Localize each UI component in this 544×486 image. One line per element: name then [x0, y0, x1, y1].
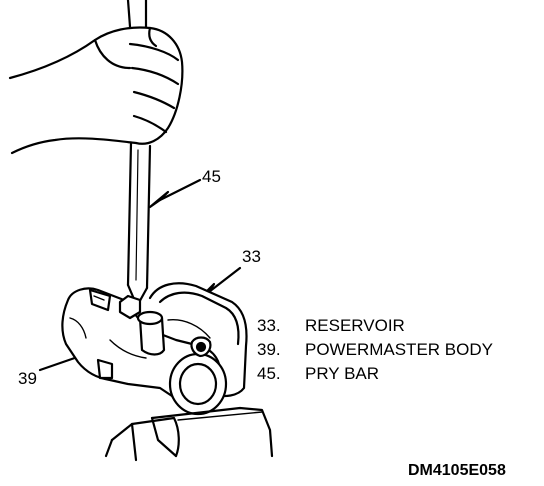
parts-legend: 33. RESERVOIR 39. POWERMASTER BODY 45. P… — [257, 314, 493, 386]
legend-number: 33. — [257, 316, 281, 335]
callout-33: 33 — [242, 247, 261, 266]
pry-bar-shaft — [126, 141, 152, 308]
legend-label: POWERMASTER BODY — [305, 340, 493, 359]
callout-39: 39 — [18, 369, 37, 388]
legend-label: PRY BAR — [305, 364, 380, 383]
legend-number: 39. — [257, 340, 281, 359]
vise — [104, 406, 274, 462]
legend-row: 39. POWERMASTER BODY — [257, 338, 493, 362]
callout-45: 45 — [202, 167, 221, 186]
legend-row: 45. PRY BAR — [257, 362, 493, 386]
legend-row: 33. RESERVOIR — [257, 314, 493, 338]
legend-label: RESERVOIR — [305, 316, 405, 335]
hand-arm — [8, 26, 184, 155]
legend-number: 45. — [257, 364, 281, 383]
port-ring — [168, 336, 228, 416]
figure-id: DM4105E058 — [408, 462, 506, 479]
